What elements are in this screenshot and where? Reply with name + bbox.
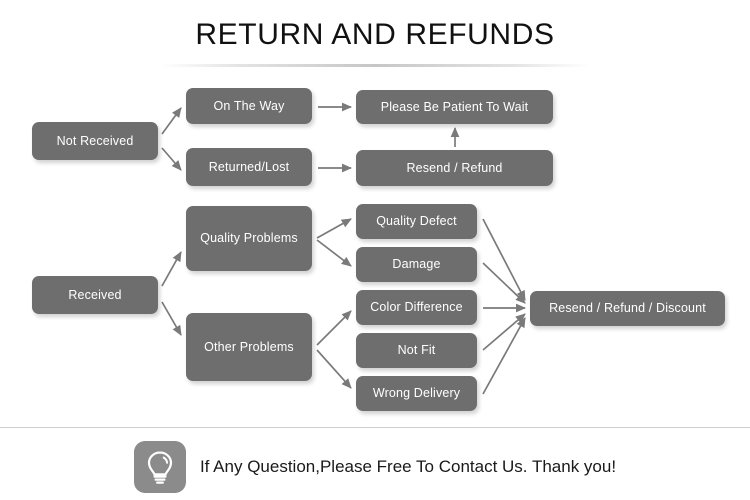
flow-node-received: Received [32,276,158,314]
flow-node-returned-lost: Returned/Lost [186,148,312,186]
flow-node-label: Resend / Refund [406,160,503,175]
flow-node-label: Quality Defect [376,214,457,228]
flow-arrow-other-problems-to-wrong-delivery [316,349,352,389]
flow-node-resend-refund-discount: Resend / Refund / Discount [530,291,725,326]
footer-divider [0,427,750,428]
flow-node-quality-problems: Quality Problems [186,206,312,271]
flow-node-label: Not Received [56,133,134,148]
flow-node-label: Wrong Delivery [372,386,461,400]
flow-node-wrong-delivery: Wrong Delivery [356,376,477,411]
flow-arrow-quality-defect-to-resend-refund-discount [482,218,526,301]
flow-node-resend-refund: Resend / Refund [356,150,553,186]
flow-node-label: Resend / Refund / Discount [549,301,706,315]
flow-node-damage: Damage [356,247,477,282]
flow-arrow-quality-problems-to-quality-defect [316,218,352,239]
flow-node-label: On The Way [213,98,285,113]
flow-arrow-quality-problems-to-damage [316,239,352,267]
lightbulb-icon [133,441,186,493]
flow-node-label: Color Difference [370,300,463,314]
flow-arrow-not-received-to-on-the-way [161,107,182,135]
flow-node-label: Received [68,287,122,302]
flow-node-label: Please Be Patient To Wait [380,99,529,114]
flow-arrow-received-to-quality-problems [161,251,182,287]
flow-node-color-difference: Color Difference [356,290,477,325]
title-divider [160,64,590,67]
flow-node-label: Returned/Lost [208,159,290,174]
flow-node-not-fit: Not Fit [356,333,477,368]
page-title: RETURN AND REFUNDS [195,18,555,51]
flow-node-label: Quality Problems [200,231,298,245]
flow-node-label: Other Problems [204,339,294,354]
flow-arrow-other-problems-to-color-difference [316,310,352,346]
flow-node-not-received: Not Received [32,122,158,160]
flow-node-other-problems: Other Problems [186,313,312,381]
flow-node-be-patient: Please Be Patient To Wait [356,90,553,124]
flow-node-label: Not Fit [397,343,436,357]
flow-arrow-damage-to-resend-refund-discount [482,262,526,304]
flowchart-arrows-layer [161,102,527,395]
flow-arrow-wrong-delivery-to-resend-refund-discount [482,317,526,395]
flow-arrow-not-received-to-returned-lost [161,147,182,171]
flow-node-quality-defect: Quality Defect [356,204,477,239]
footer-message: If Any Question,Please Free To Contact U… [199,457,617,476]
flow-node-label: Damage [392,257,441,271]
footer: If Any Question,Please Free To Contact U… [0,436,750,498]
flow-node-on-the-way: On The Way [186,88,312,124]
flow-arrow-received-to-other-problems [161,301,182,336]
flow-arrow-not-fit-to-resend-refund-discount [482,313,526,351]
